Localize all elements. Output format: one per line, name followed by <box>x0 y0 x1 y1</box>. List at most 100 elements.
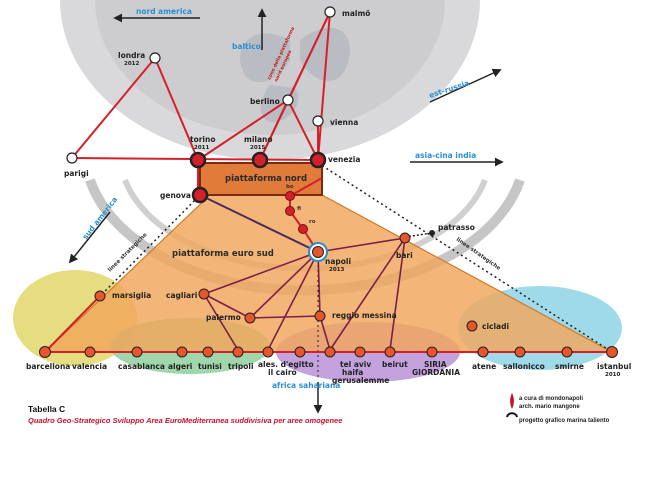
label-telaviv-line2: haifa <box>342 368 363 377</box>
node-salonicco <box>514 346 526 358</box>
label-londra-year: 2012 <box>124 61 139 67</box>
label-reggio-messina: reggio messina <box>332 311 397 320</box>
caption-subtitle: Quadro Geo-Strategico Sviluppo Area Euro… <box>28 416 343 425</box>
node-malmo <box>324 6 336 18</box>
label-asia-cina-india: asia-cina india <box>415 151 476 160</box>
label-marsiglia: marsiglia <box>112 291 151 300</box>
node-ro <box>298 224 308 234</box>
author-logo-mark <box>506 393 518 418</box>
label-istanbul: istanbul <box>597 362 631 371</box>
strategic-line-right <box>317 162 613 353</box>
credit-architect: arch. mario mangone <box>519 404 580 410</box>
label-palermo: palermo <box>206 313 241 322</box>
node-ales-cairo <box>262 346 274 358</box>
label-telaviv-line3: gerusalemme <box>332 376 389 385</box>
node-palermo <box>244 312 256 324</box>
arrow-est-russia <box>429 68 502 103</box>
label-milano-year: 2015 <box>250 145 265 151</box>
node-bari <box>399 232 411 244</box>
credit-graphic-design: progetto grafico marina taliento <box>519 418 610 424</box>
coastal-nodes <box>39 346 618 358</box>
label-piattaforma-nord: piattaforma nord <box>225 174 307 184</box>
node-ales-cairo-2 <box>294 346 306 358</box>
node-cagliari <box>198 288 210 300</box>
label-cagliari: cagliari <box>166 291 197 300</box>
node-fi <box>285 206 295 216</box>
label-africa-sahariana: africa sahariana <box>272 381 340 390</box>
label-siria-line2: GIORDANIA <box>412 368 460 377</box>
label-barcellona: barcellona <box>26 362 70 371</box>
euro-south-triangle <box>45 195 612 352</box>
label-patrasso: patrasso <box>438 223 475 232</box>
label-piattaforma-euro-sud: piattaforma euro sud <box>172 249 274 259</box>
label-siria-line1: SIRIA <box>424 360 447 369</box>
label-bari: bari <box>396 251 413 260</box>
node-venezia <box>309 151 327 169</box>
label-telaviv-line1: tel aviv <box>340 360 371 369</box>
node-londra <box>149 52 161 64</box>
node-berlino <box>282 94 294 106</box>
label-istanbul-year: 2010 <box>605 372 620 378</box>
label-tripoli: tripoli <box>228 362 254 371</box>
label-atene: atene <box>472 362 496 371</box>
label-torino: torino <box>190 135 216 144</box>
node-tel-aviv <box>324 346 336 358</box>
label-cicladi: cicladi <box>482 322 509 331</box>
credit-curator: a cura di mondonapoli <box>519 396 584 402</box>
label-malmo: malmö <box>342 9 370 18</box>
label-ro: ro <box>309 219 316 225</box>
label-bo: bo <box>286 184 294 190</box>
label-ales-line1: ales. d'egitto <box>258 360 314 369</box>
label-nord-america: nord america <box>136 7 192 16</box>
node-patrasso <box>429 230 435 236</box>
label-parigi: parigi <box>64 169 89 178</box>
label-baltico: baltico <box>232 42 261 51</box>
node-beirut <box>384 346 396 358</box>
label-smirne: smirne <box>555 362 584 371</box>
node-atene <box>477 346 489 358</box>
node-tripoli <box>232 346 244 358</box>
nordic-cone-wing-right <box>300 27 350 81</box>
node-torino <box>189 151 207 169</box>
node-casablanca <box>131 346 143 358</box>
node-marsiglia <box>94 290 106 302</box>
node-milano <box>251 151 269 169</box>
node-tel-aviv-2 <box>354 346 366 358</box>
label-londra: londra <box>118 51 145 60</box>
marsiglia-connector <box>44 295 101 353</box>
label-napoli: napoli <box>325 257 351 266</box>
label-milano: milano <box>244 135 273 144</box>
label-genova: genova <box>160 191 191 200</box>
node-napoli <box>312 246 324 258</box>
node-vienna <box>312 115 324 127</box>
label-tunisi: tunisi <box>198 362 222 371</box>
node-siria <box>426 346 438 358</box>
label-berlino: berlino <box>250 97 280 106</box>
label-valencia: valencia <box>72 362 107 371</box>
caption-title: Tabella C <box>28 404 66 414</box>
node-parigi <box>66 152 78 164</box>
label-vienna: vienna <box>330 118 358 127</box>
label-torino-year: 2011 <box>194 145 209 151</box>
label-fi: fi <box>297 206 301 212</box>
node-valencia <box>84 346 96 358</box>
label-venezia: venezia <box>328 155 360 164</box>
label-salonicco: sallonicco <box>503 362 545 371</box>
label-algeri: algeri <box>168 362 192 371</box>
node-istanbul <box>606 346 618 358</box>
label-casablanca: casablanca <box>118 362 165 371</box>
south-network-routes <box>203 237 406 351</box>
node-tunisi <box>202 346 214 358</box>
node-barcellona <box>39 346 51 358</box>
label-beirut: beirut <box>382 360 408 369</box>
node-genova <box>191 186 209 204</box>
label-ales-line2: il cairo <box>268 368 297 377</box>
node-bo <box>285 191 295 201</box>
node-smirne <box>561 346 573 358</box>
label-napoli-year: 2013 <box>329 267 344 273</box>
node-cicladi <box>466 320 478 332</box>
node-reggio-messina <box>314 310 326 322</box>
arrow-sud-america <box>68 211 111 264</box>
node-algeri <box>176 346 188 358</box>
